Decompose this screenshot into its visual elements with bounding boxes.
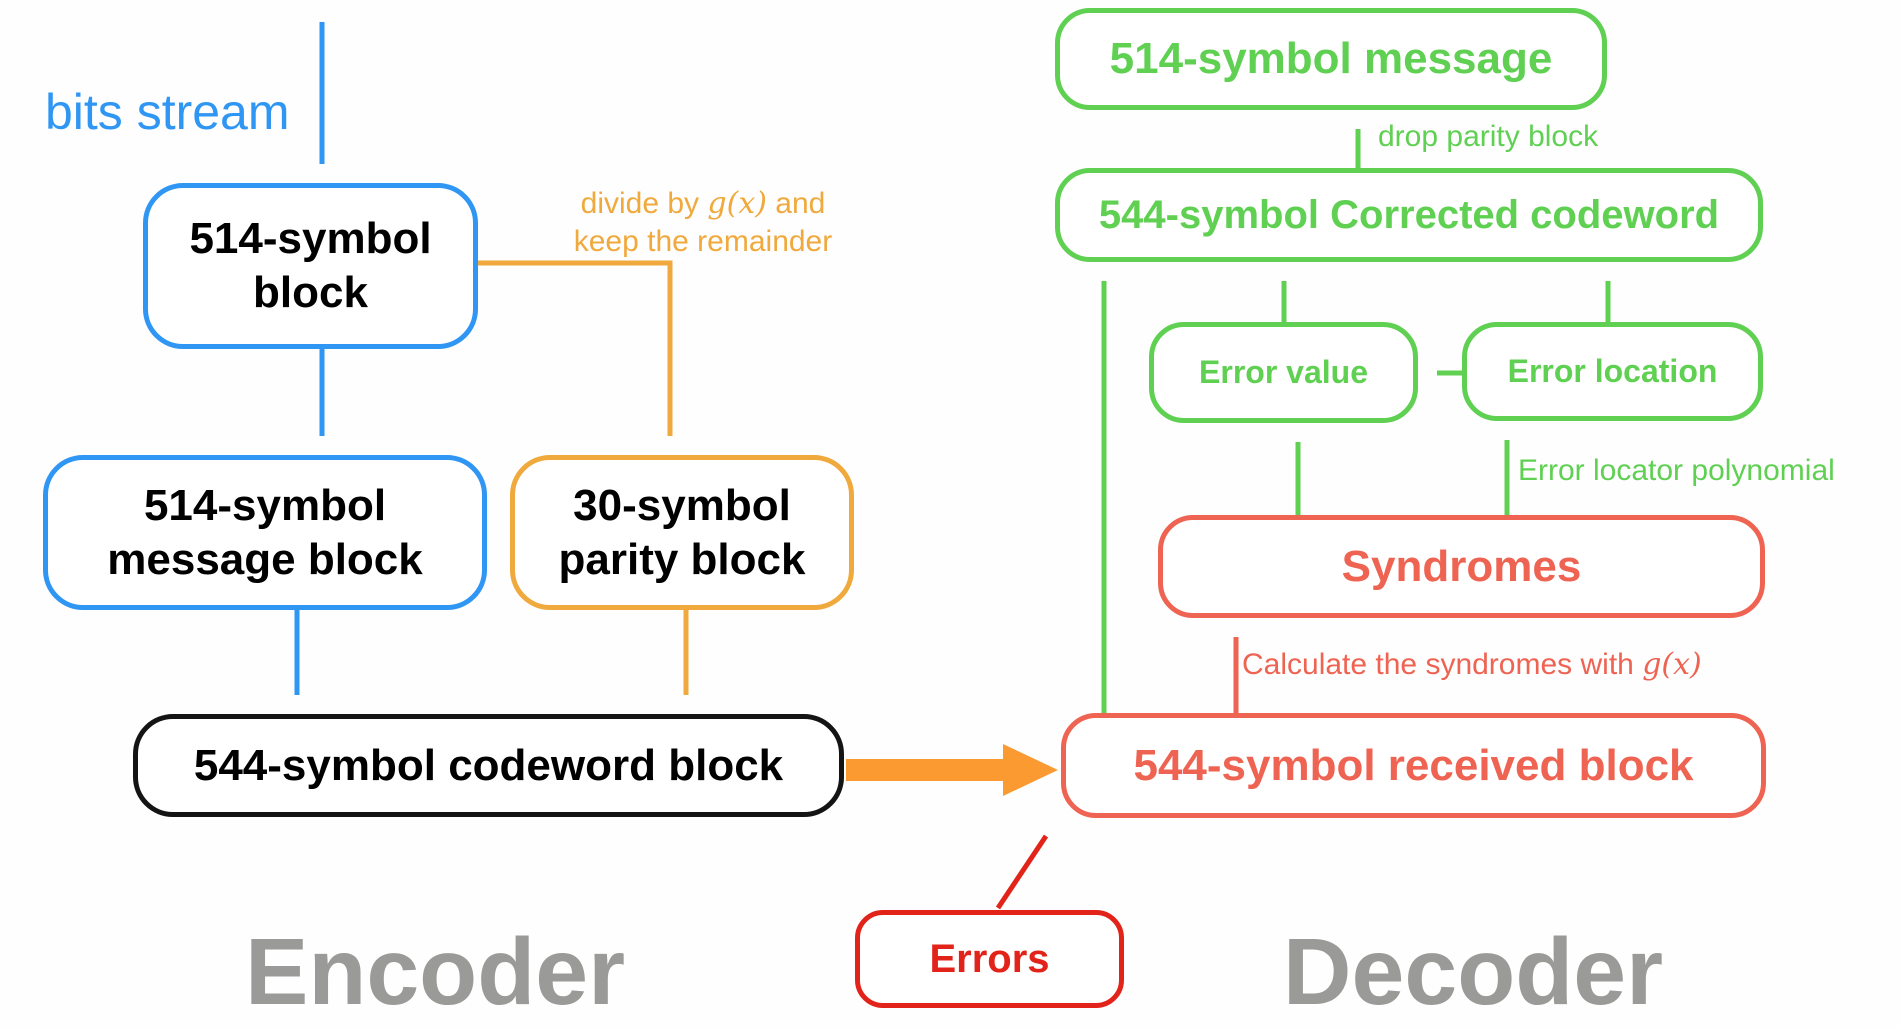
bits-stream-label: bits stream xyxy=(45,84,290,140)
arrow-errors-to-received xyxy=(995,834,1049,910)
box-544-symbol-corrected-codeword: 544-symbol Corrected codeword xyxy=(1055,168,1763,262)
arrow-codeword-to-received xyxy=(846,744,1058,796)
box-error-location-label: Error location xyxy=(1507,352,1718,389)
divide-note: divide by g(x) and keep the remainder xyxy=(540,185,866,262)
box-error-value-label: Error value xyxy=(1199,353,1368,390)
box-544-symbol-codeword-block-label: 544-symbol codeword block xyxy=(193,740,784,790)
divide-note-suffix: and xyxy=(766,187,826,220)
box-errors: Errors xyxy=(855,910,1124,1008)
drop-parity-note: drop parity block xyxy=(1378,120,1599,153)
divide-note-gx: g(x) xyxy=(707,186,767,221)
box-544-symbol-corrected-codeword-label: 544-symbol Corrected codeword xyxy=(1098,192,1720,237)
box-514-symbol-block: 514-symbol block xyxy=(143,183,478,349)
box-544-symbol-received-block-label: 544-symbol received block xyxy=(1133,740,1694,790)
box-514-symbol-message-block-label: 514-symbol message block xyxy=(107,480,423,584)
box-514-symbol-message-label: 514-symbol message xyxy=(1109,34,1553,84)
box-30-symbol-parity-block-label: 30-symbol parity block xyxy=(558,480,806,584)
divide-note-line2: keep the remainder xyxy=(573,225,833,259)
box-544-symbol-codeword-block: 544-symbol codeword block xyxy=(133,714,844,817)
error-locator-polynomial-note: Error locator polynomial xyxy=(1518,454,1835,487)
box-syndromes-label: Syndromes xyxy=(1341,541,1582,591)
box-30-symbol-parity-block: 30-symbol parity block xyxy=(510,455,854,610)
box-514-symbol-message: 514-symbol message xyxy=(1055,8,1607,110)
box-514-symbol-block-label: 514-symbol block xyxy=(189,214,432,317)
box-544-symbol-received-block: 544-symbol received block xyxy=(1061,713,1766,818)
box-514-symbol-message-block: 514-symbol message block xyxy=(43,455,487,610)
decoder-section-label: Decoder xyxy=(1282,919,1664,1025)
box-error-location: Error location xyxy=(1462,322,1763,421)
encoder-section-label: Encoder xyxy=(244,919,626,1025)
divide-note-line1: divide by g(x) and xyxy=(540,185,866,223)
arrow-divide-to-parity-block xyxy=(478,260,673,436)
box-error-value: Error value xyxy=(1149,322,1418,423)
box-syndromes: Syndromes xyxy=(1158,515,1765,618)
syndrome-note-gx: g(x) xyxy=(1642,647,1702,682)
box-errors-label: Errors xyxy=(929,936,1050,981)
syndrome-note-prefix: Calculate the syndromes with xyxy=(1242,648,1643,681)
syndrome-note: Calculate the syndromes with g(x) xyxy=(1242,646,1702,684)
divide-note-prefix: divide by xyxy=(580,187,708,220)
